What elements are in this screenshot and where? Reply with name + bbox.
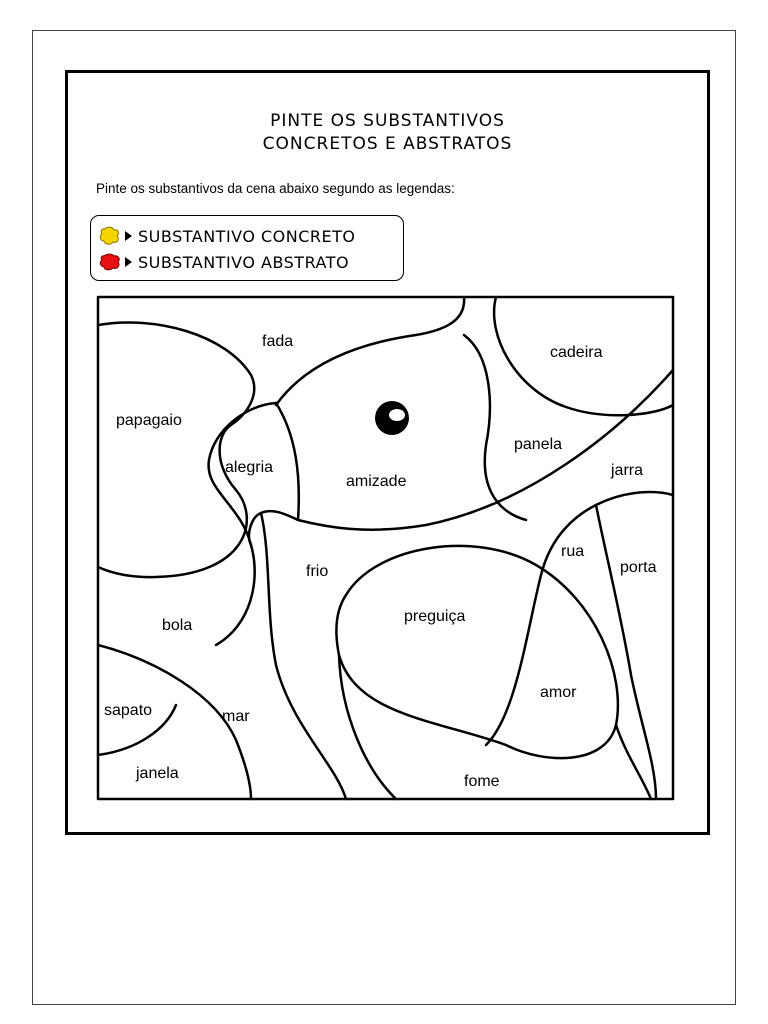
legend-box: SUBSTANTIVO CONCRETO SUBSTANTIVO ABSTRAT… xyxy=(90,215,404,281)
word-mar: mar xyxy=(222,708,250,725)
region-line xyxy=(594,503,658,801)
region-line xyxy=(96,321,256,579)
arrow-icon xyxy=(125,257,132,267)
region-line xyxy=(335,544,620,760)
puzzle-frame xyxy=(96,295,675,801)
arrow-icon xyxy=(125,231,132,241)
legend-label-concrete: SUBSTANTIVO CONCRETO xyxy=(138,226,356,246)
word-sapato: sapato xyxy=(104,702,152,719)
title-line-2: CONCRETOS E ABSTRATOS xyxy=(262,134,513,154)
yellow-blob-icon xyxy=(99,226,119,245)
region-line xyxy=(259,511,348,801)
word-fada: fada xyxy=(262,333,293,350)
region-line xyxy=(247,401,301,547)
word-preguica: preguiça xyxy=(404,608,465,625)
word-papagaio: papagaio xyxy=(116,412,182,429)
red-blob-icon xyxy=(99,253,120,271)
legend-row-abstract: SUBSTANTIVO ABSTRATO xyxy=(99,250,349,274)
word-alegria: alegria xyxy=(225,459,273,476)
region-line xyxy=(337,653,398,801)
region-line xyxy=(484,503,598,747)
word-bola: bola xyxy=(162,617,192,634)
region-line xyxy=(96,643,253,801)
region-line xyxy=(207,401,278,647)
eye-highlight xyxy=(389,409,405,421)
instruction-text: Pinte os substantivos da cena abaixo seg… xyxy=(96,181,455,196)
word-panela: panela xyxy=(514,436,562,453)
region-line xyxy=(96,703,178,757)
worksheet: PINTE OS SUBSTANTIVOS CONCRETOS E ABSTRA… xyxy=(65,70,710,835)
region-line xyxy=(614,723,653,801)
word-frio: frio xyxy=(306,563,328,580)
word-porta: porta xyxy=(620,559,657,576)
word-rua: rua xyxy=(561,543,584,560)
region-line xyxy=(296,368,675,531)
legend-label-abstract: SUBSTANTIVO ABSTRATO xyxy=(138,252,350,272)
region-line xyxy=(594,490,675,507)
word-jarra: jarra xyxy=(610,462,643,479)
page-border xyxy=(32,30,736,1005)
word-amor: amor xyxy=(540,684,577,701)
legend-row-concrete: SUBSTANTIVO CONCRETO xyxy=(99,224,356,248)
region-line xyxy=(462,333,528,522)
word-janela: janela xyxy=(135,765,179,782)
word-fome: fome xyxy=(464,773,500,790)
coloring-puzzle: fada cadeira papagaio panela alegria jar… xyxy=(96,295,675,801)
region-line xyxy=(274,295,466,407)
word-amizade: amizade xyxy=(346,473,407,490)
region-line xyxy=(492,295,675,417)
word-cadeira: cadeira xyxy=(550,344,603,361)
title-line-1: PINTE OS SUBSTANTIVOS xyxy=(270,111,505,131)
